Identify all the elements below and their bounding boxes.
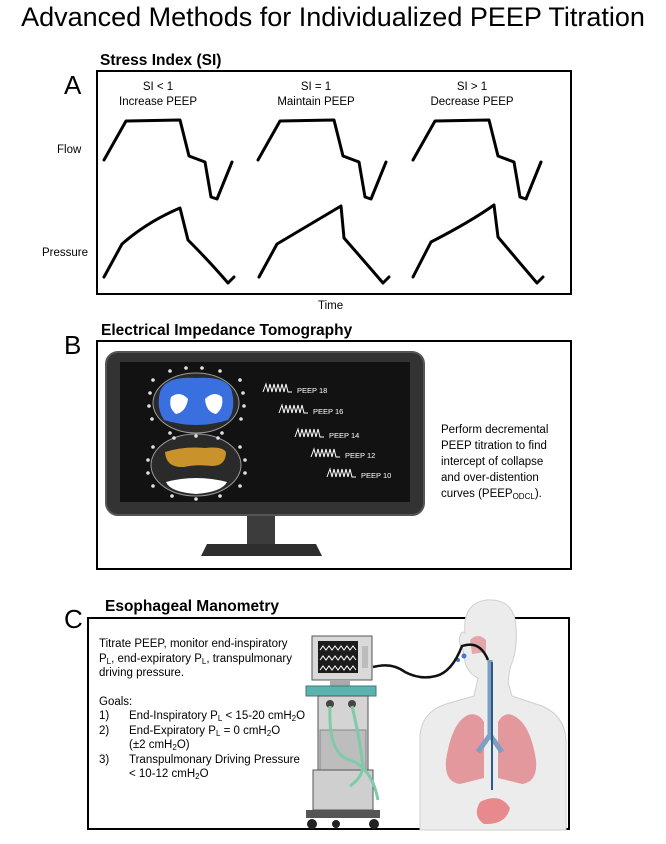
stress-index-box	[96, 70, 572, 295]
flow-curve-2	[256, 118, 388, 201]
si-column-1-label: SI < 1 Increase PEEP	[98, 80, 218, 110]
eit-monitor-illustration: PEEP 18 PEEP 16 PEEP 14 PEEP 12 PEEP 10	[105, 351, 425, 556]
stress-index-waveforms	[102, 118, 545, 285]
eit-image-top	[152, 372, 240, 434]
goal-3: 3) Transpulmonary Driving Pressure	[99, 753, 300, 766]
si-action-1: Increase PEEP	[119, 96, 197, 108]
goal-1: 1) End-Inspiratory PL < 15-20 cmH2O	[99, 710, 306, 723]
panel-c-heading: Esophageal Manometry	[105, 598, 279, 615]
intro-line-2: PL, end-expiratory PL, transpulmonary	[99, 652, 292, 666]
monitor-base	[201, 544, 322, 556]
peep-label-16: PEEP 16	[313, 407, 343, 416]
si-column-2-label: SI = 1 Maintain PEEP	[256, 80, 376, 110]
eit-wave-14	[294, 427, 324, 438]
eit-desc-line-4: and over-distention	[441, 472, 539, 484]
eit-image-bottom	[150, 433, 242, 497]
time-axis-label: Time	[318, 300, 344, 312]
intro-line-3: driving pressure.	[99, 667, 185, 679]
goals-label: Goals:	[99, 695, 133, 708]
peep-label-14: PEEP 14	[329, 431, 359, 440]
si-action-2: Maintain PEEP	[277, 96, 355, 108]
esophageal-box	[87, 617, 570, 830]
lung-right	[498, 714, 537, 784]
si-condition-3: SI > 1	[456, 81, 488, 93]
flow-row-label: Flow	[57, 144, 82, 156]
pressure-curve-1	[102, 206, 236, 285]
eit-box	[96, 340, 572, 570]
eit-wave-16	[278, 403, 308, 414]
intro-line-1: Titrate PEEP, monitor end-inspiratory	[99, 638, 288, 650]
ventilator	[305, 635, 380, 829]
eit-description: Perform decremental PEEP titration to fi…	[441, 422, 571, 502]
eit-desc-line-1: Perform decremental	[441, 424, 549, 436]
figure-title: Advanced Methods for Individualized PEEP…	[21, 2, 645, 32]
eit-wave-12	[310, 447, 340, 458]
goal-2-line-2: (±2 cmH2O)	[129, 739, 190, 752]
esophageal-catheter	[372, 643, 490, 679]
pressure-row-label: Pressure	[42, 247, 89, 259]
panel-a-heading: Stress Index (SI)	[100, 52, 222, 69]
si-column-3-label: SI > 1 Decrease PEEP	[412, 80, 532, 110]
panel-b-letter: B	[64, 330, 82, 360]
peep-label-10: PEEP 10	[361, 471, 391, 480]
goal-2: 2) End-Expiratory PL = 0 cmH2O	[99, 724, 281, 738]
panel-a-letter: A	[64, 70, 82, 100]
eit-desc-line-3: intercept of collapse	[441, 456, 544, 468]
si-condition-2: SI = 1	[300, 81, 332, 93]
goal-3-line-2: < 10-12 cmH2O	[129, 768, 209, 781]
pressure-curve-3	[411, 203, 545, 285]
flow-curve-3	[411, 118, 543, 201]
eit-wave-18	[262, 382, 292, 393]
manometry-text: Titrate PEEP, monitor end-inspiratory PL…	[99, 637, 319, 782]
eit-wave-10	[326, 467, 356, 478]
eit-desc-line-2: PEEP titration to find	[441, 440, 547, 452]
lung-left	[445, 714, 484, 784]
pressure-curve-2	[257, 204, 391, 285]
si-action-3: Decrease PEEP	[430, 96, 514, 108]
human-figure	[419, 599, 567, 831]
flow-curve-1	[102, 118, 234, 201]
peep-label-12: PEEP 12	[345, 451, 375, 460]
eit-desc-line-5: curves (PEEPODCL).	[441, 488, 542, 501]
peep-label-18: PEEP 18	[297, 386, 327, 395]
panel-c-letter: C	[64, 604, 83, 634]
si-condition-1: SI < 1	[142, 81, 174, 93]
stomach	[476, 798, 510, 825]
panel-b-heading: Electrical Impedance Tomography	[101, 322, 353, 339]
